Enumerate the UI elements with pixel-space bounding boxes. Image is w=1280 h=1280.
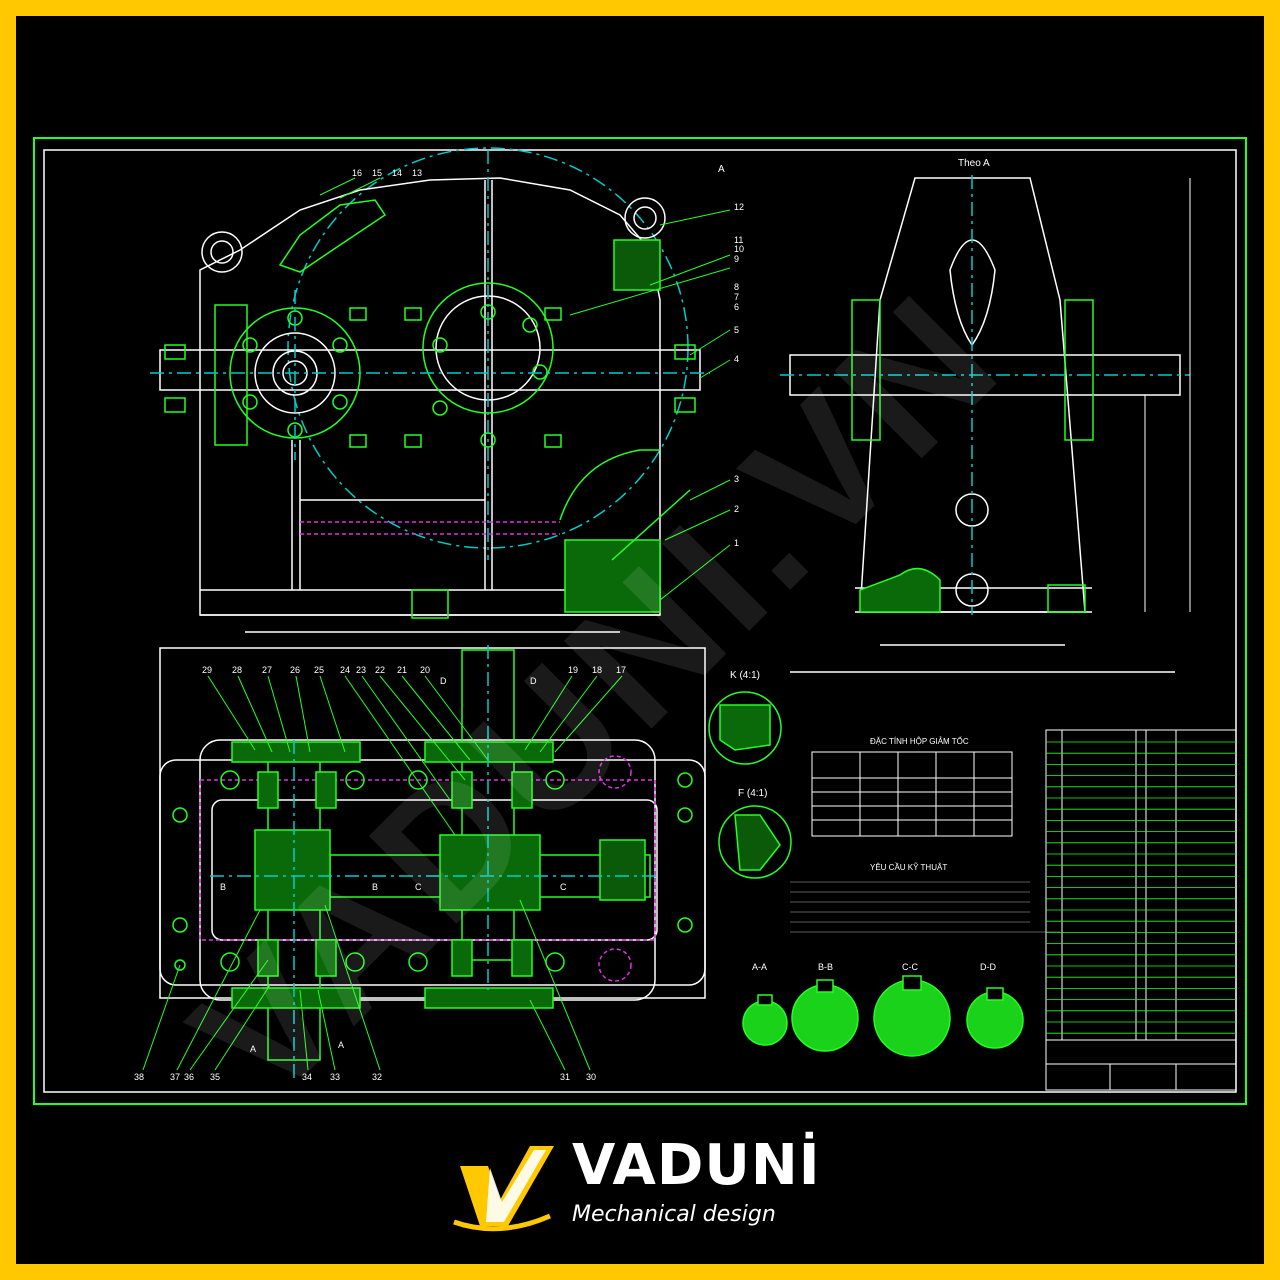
front-callout: 10 (734, 244, 744, 254)
characteristics-table (790, 751, 1060, 933)
section-mark: B (220, 882, 226, 892)
top-callout: 28 (232, 665, 242, 675)
front-callout: 12 (734, 202, 744, 212)
top-callout: 21 (397, 665, 407, 675)
front-callout: 16 (352, 168, 362, 178)
top-callout: 27 (262, 665, 272, 675)
top-callout: 35 (210, 1072, 220, 1082)
top-callout: 31 (560, 1072, 570, 1082)
top-callout: 38 (134, 1072, 144, 1082)
section-labels: A-A B-B C-C D-D A A B B C C D D (220, 676, 996, 1054)
top-callout: 26 (290, 665, 300, 675)
front-callout: 14 (392, 168, 402, 178)
brand-tagline: Mechanical design (572, 1202, 776, 1227)
section-mark: C (415, 882, 422, 892)
front-callout: 15 (372, 168, 382, 178)
front-callout: 6 (734, 302, 739, 312)
top-callout: 30 (586, 1072, 596, 1082)
section-mark: A (338, 1040, 344, 1050)
top-callout: 18 (592, 665, 602, 675)
side-view-title: Theo A (958, 158, 990, 169)
top-callout: 36 (184, 1072, 194, 1082)
section-mark: C (560, 882, 567, 892)
section-label: A-A (752, 962, 767, 972)
section-mark: D (440, 676, 447, 686)
top-callout: 29 (202, 665, 212, 675)
top-callout: 23 (356, 665, 366, 675)
front-callout: 3 (734, 474, 739, 484)
front-callout: 4 (734, 354, 739, 364)
top-view (142, 645, 706, 1080)
top-callout: 32 (372, 1072, 382, 1082)
front-callout: 2 (734, 504, 739, 514)
section-mark: A (250, 1044, 256, 1054)
detail-views (708, 691, 792, 879)
brand-logo: VADUNİ Mechanical design (450, 1134, 850, 1238)
top-callout: 22 (375, 665, 385, 675)
section-mark: D (530, 676, 537, 686)
detail-k-label: K (4:1) (730, 670, 760, 681)
section-label: B-B (818, 962, 833, 972)
view-arrow-label: A (718, 164, 725, 175)
outer-border (33, 137, 1247, 1105)
top-callout: 20 (420, 665, 430, 675)
brand-name: VADUNİ (572, 1133, 821, 1198)
top-callout: 37 (170, 1072, 180, 1082)
detail-f-label: F (4:1) (738, 788, 767, 799)
front-callout: 1 (734, 538, 739, 548)
top-callout: 33 (330, 1072, 340, 1082)
front-callout: 11 (734, 235, 743, 245)
requirements-title: YÊU CẦU KỸ THUẬT (870, 862, 947, 872)
front-callout: 7 (734, 292, 739, 302)
table-title: ĐẶC TÍNH HỘP GIẢM TỐC (870, 736, 969, 746)
section-label: C-C (902, 962, 918, 972)
front-callout: 5 (734, 325, 739, 335)
top-callout: 24 (340, 665, 350, 675)
top-callout: 17 (616, 665, 626, 675)
front-callout: 13 (412, 168, 422, 178)
section-label: D-D (980, 962, 996, 972)
shaft-sections (742, 975, 1024, 1057)
front-view (150, 147, 731, 633)
vaduni-check-icon (453, 1146, 554, 1232)
top-callout: 19 (568, 665, 578, 675)
side-view (780, 175, 1191, 673)
top-callout: 34 (302, 1072, 312, 1082)
front-callout: 9 (734, 254, 739, 264)
inner-border (43, 149, 1237, 1093)
parts-list-rows (1046, 741, 1236, 1034)
section-mark: B (372, 882, 378, 892)
top-callout: 25 (314, 665, 324, 675)
front-callout: 8 (734, 282, 739, 292)
